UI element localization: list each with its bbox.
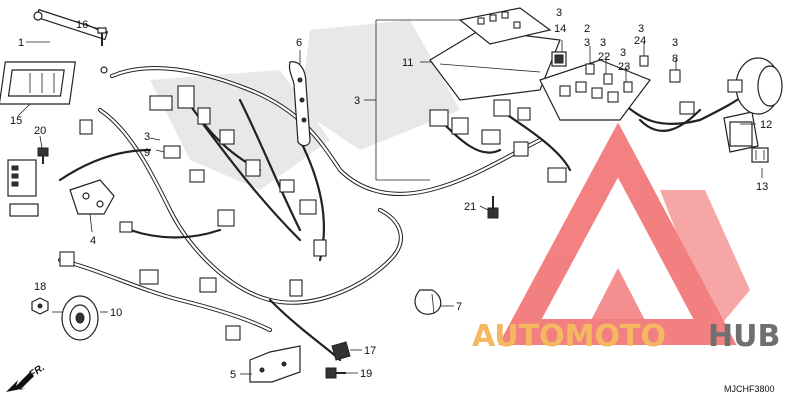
part-fuse-box-lid-11[interactable] — [429, 29, 561, 101]
part-nut-18[interactable] — [31, 297, 49, 315]
part-relay-14[interactable] — [551, 51, 567, 67]
callout-3c: 3 — [556, 7, 562, 19]
callout-11: 11 — [402, 57, 413, 69]
watermark-hub: HUB — [708, 319, 780, 354]
callout-3b: 3 — [354, 95, 360, 107]
part-bracket-4[interactable] — [69, 179, 115, 215]
direction-arrow-fr: FR. — [6, 362, 47, 392]
part-clip-7[interactable] — [414, 289, 442, 315]
callout-3f: 3 — [638, 23, 644, 35]
callout-8: 8 — [672, 53, 678, 65]
part-horn-10[interactable] — [61, 295, 99, 341]
part-bracket-5[interactable] — [249, 345, 301, 383]
callout-5: 5 — [230, 369, 236, 381]
leader-lines — [17, 19, 763, 375]
part-cylinder[interactable] — [727, 57, 783, 115]
part-connector-13[interactable] — [751, 147, 769, 163]
watermark-automoto: AUTOMOTO — [472, 319, 666, 354]
callout-labels: 1 16 15 20 4 18 10 3 9 6 3 11 3 14 2 3 3… — [10, 7, 772, 381]
callout-3g: 3 — [620, 47, 626, 59]
part-module-15[interactable] — [0, 61, 76, 105]
watermark-logo — [498, 122, 750, 345]
callout-15: 15 — [10, 115, 22, 127]
callout-3d: 3 — [584, 37, 590, 49]
part-fuses[interactable] — [585, 55, 681, 93]
part-bolt-21[interactable] — [487, 196, 499, 219]
part-bolt-19[interactable] — [325, 367, 346, 379]
watermark-text: AUTOMOTO HUB — [472, 319, 780, 354]
callout-1: 1 — [18, 37, 24, 49]
callout-3e: 3 — [600, 37, 606, 49]
callout-10: 10 — [110, 307, 122, 319]
callout-4: 4 — [90, 235, 96, 247]
callout-24: 24 — [634, 35, 646, 47]
part-bracket-1[interactable] — [33, 8, 109, 74]
callout-16: 16 — [76, 19, 88, 31]
part-relay-left[interactable] — [7, 159, 39, 217]
callout-2: 2 — [584, 23, 590, 35]
callout-7: 7 — [456, 301, 462, 313]
callout-18: 18 — [34, 281, 46, 293]
callout-12: 12 — [760, 119, 772, 131]
callout-14: 14 — [554, 23, 566, 35]
callout-19: 19 — [360, 368, 372, 380]
callout-6: 6 — [296, 37, 302, 49]
diagram-code: MJCHF3800 — [724, 384, 775, 394]
part-fuse-box-base[interactable] — [539, 59, 651, 121]
callout-22: 22 — [598, 51, 610, 63]
part-clamp-17[interactable] — [331, 341, 351, 361]
part-bolt-20[interactable] — [37, 147, 49, 164]
callout-3h: 3 — [672, 37, 678, 49]
part-clamp-6[interactable] — [288, 61, 311, 147]
part-fuse-cover[interactable] — [458, 7, 552, 45]
callout-20: 20 — [34, 125, 46, 137]
callout-9: 9 — [144, 147, 150, 159]
callout-3a: 3 — [144, 131, 150, 143]
callout-23: 23 — [618, 61, 630, 73]
shaded-region — [150, 20, 460, 190]
part-unit-12[interactable] — [723, 111, 759, 153]
callout-21: 21 — [464, 201, 476, 213]
part-bolt-16[interactable] — [97, 27, 107, 46]
callout-13: 13 — [756, 181, 768, 193]
harness-connectors — [59, 85, 695, 341]
callout-17: 17 — [364, 345, 376, 357]
